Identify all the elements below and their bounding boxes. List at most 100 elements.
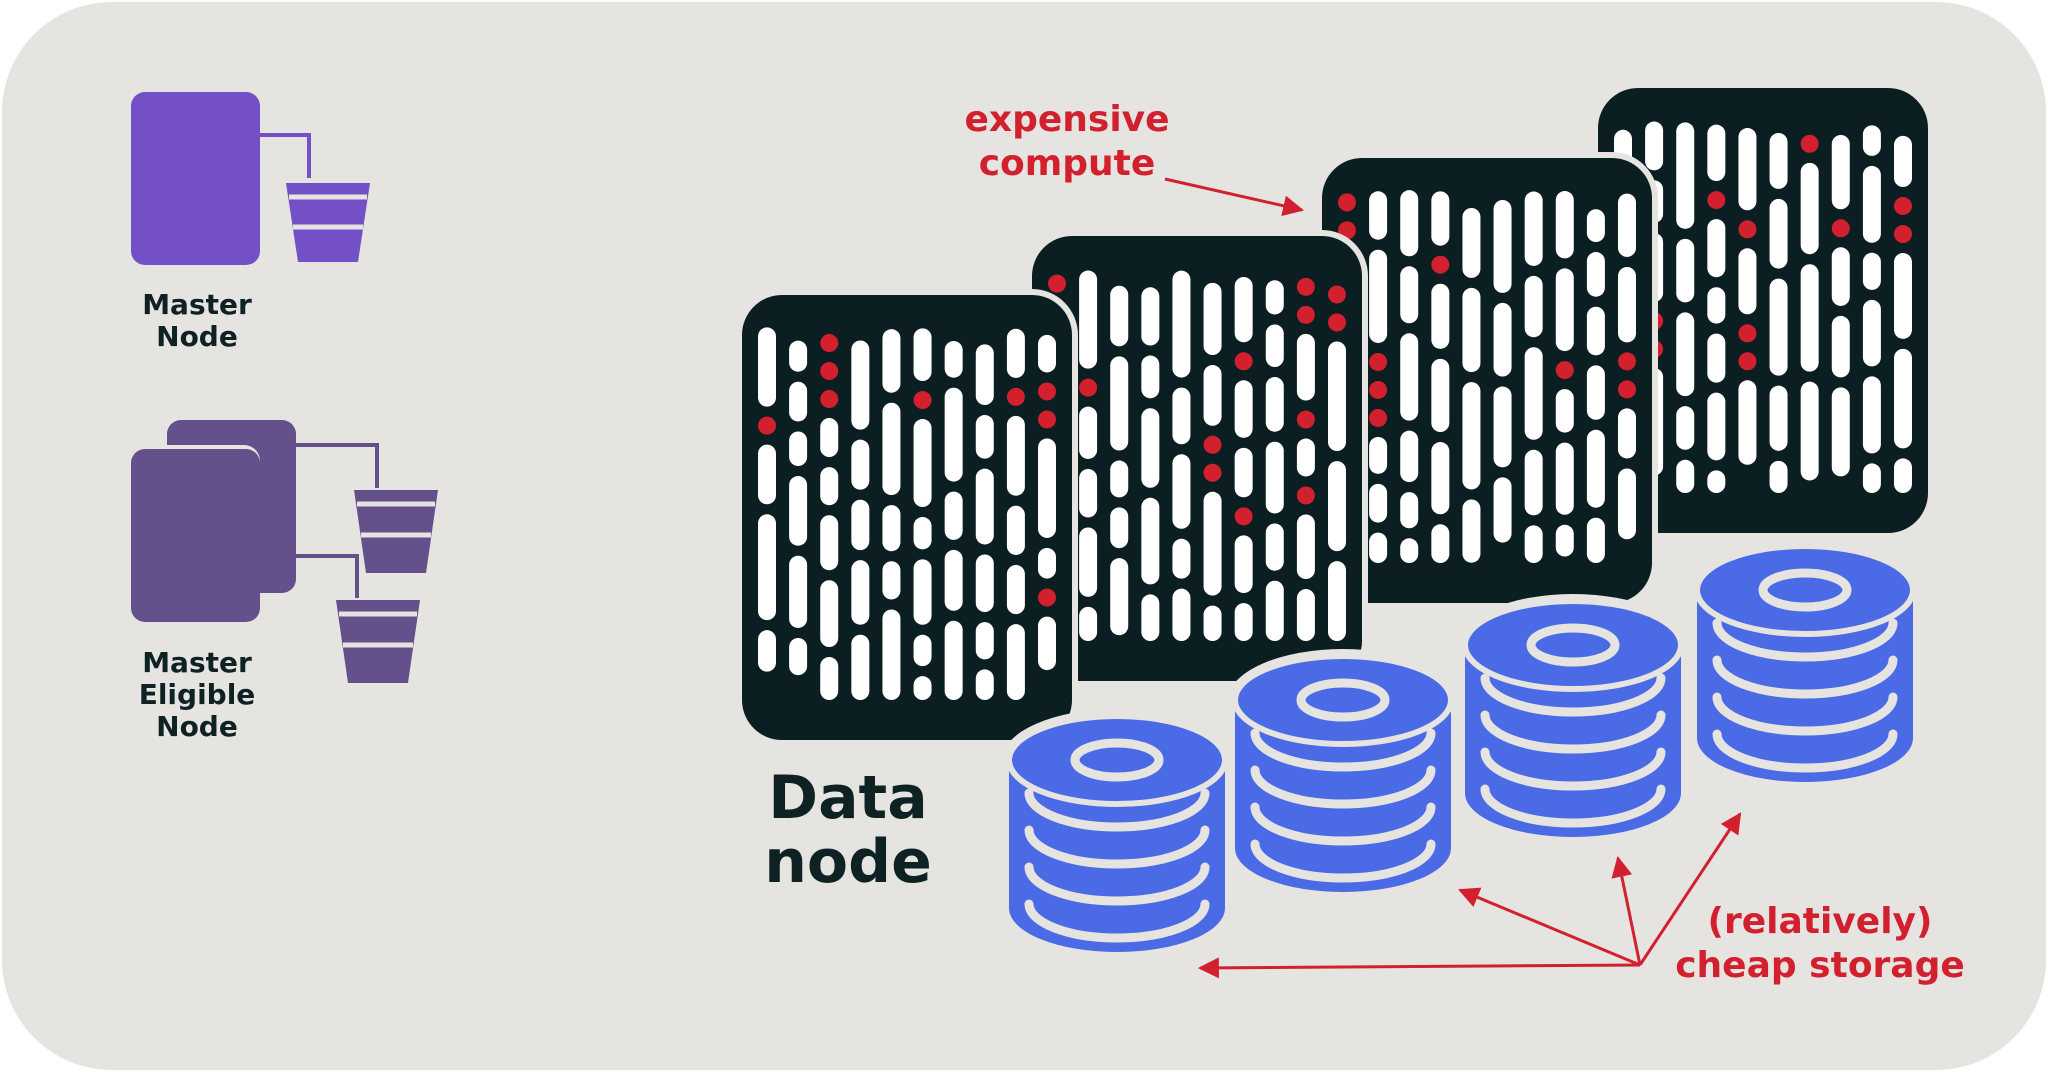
master-eligible-bucket-icon-1 [354,490,438,573]
server-strip [1800,162,1819,255]
server-strip [1369,532,1388,563]
server-strip [944,341,963,378]
server-status-dot [820,390,839,409]
server-strip [1894,348,1912,449]
server-strip [1006,415,1025,496]
server-strip [1769,132,1788,189]
expensive-compute-label-line-1: expensive [964,99,1169,140]
disk-body [1009,760,1225,952]
disk-platter-gap [1712,729,1898,773]
server-strip [1265,523,1284,571]
expensive-compute-label-line-2: compute [979,143,1156,184]
server-strip [882,402,901,496]
server-strip [1079,527,1098,597]
server-strip [851,439,870,490]
server-status-dot [1369,352,1388,371]
server-strip [1645,121,1664,171]
server-strip [913,559,932,625]
server-strip [851,634,870,700]
server-status-dot [1618,352,1636,371]
server-strip [1172,588,1191,641]
server-strip [1586,429,1605,508]
server-strip [1141,497,1160,585]
server-strip [944,620,963,700]
server-strip [1203,491,1222,596]
disk-platter-gap [1480,673,1666,717]
server-strip [1296,514,1315,580]
server-status-dot [1800,134,1819,153]
server-strip [1141,408,1160,488]
server-strip [1862,165,1881,243]
server-strip [820,467,839,506]
server-strip [1006,624,1025,700]
server-strip [1110,558,1129,636]
server-status-dot [1431,255,1450,274]
server-strip [1431,283,1450,349]
master-eligible-server-front-icon [131,449,260,622]
server-strip [789,555,808,628]
disk-platter-gap [1024,862,1210,906]
server-status-dot [758,416,776,435]
server-status-dot [1234,507,1253,526]
server-strip [1738,248,1757,315]
server-strip [1555,191,1574,259]
server-strip [1265,377,1284,432]
server-status-dot [1079,378,1098,397]
server-strip [1831,134,1850,210]
server-strip [1296,589,1315,641]
server-strip [1831,315,1850,378]
server-strip [851,340,870,430]
server-status-dot [1738,352,1757,371]
data-node-disk-icon [1228,649,1458,899]
server-strip [1555,524,1574,557]
server-strip [1431,191,1450,246]
server-strip [975,415,994,459]
server-strip [1079,406,1098,459]
master-node-label-line-2: Node [156,320,238,353]
server-strip [820,580,839,648]
server-strip [1141,355,1160,399]
server-strip [789,340,808,372]
server-strip [1234,603,1253,641]
server-status-dot [1338,193,1356,212]
server-strip [913,328,932,382]
server-strip [1524,347,1543,440]
server-strip [1203,365,1222,426]
server-strip [913,419,932,508]
server-strip [1265,280,1284,315]
server-status-dot [1369,408,1388,427]
server-strip [1369,191,1388,240]
server-strip [1400,430,1419,483]
server-strip [1234,535,1253,594]
expensive-compute-arrow [1164,177,1305,217]
server-strip [1038,616,1056,671]
server-strip [1555,442,1574,515]
server-strip [1586,365,1605,420]
disk-platter-gap [1712,618,1898,662]
server-strip [1524,449,1543,516]
server-strip [1800,264,1819,372]
server-strip [1234,276,1253,343]
server-strip [1618,408,1636,459]
server-status-dot [1369,380,1388,399]
server-strip [1038,547,1056,579]
server-strip [758,327,776,407]
server-status-dot [1038,382,1056,401]
server-status-dot [1894,225,1912,244]
server-status-dot [1203,463,1222,482]
server-strip [975,344,994,406]
disk-body [1465,645,1681,837]
server-strip [1555,268,1574,352]
server-strip [1586,306,1605,356]
server-strip [1493,199,1512,293]
server-strip [1462,499,1481,563]
server-strip [1676,312,1695,397]
server-strip [1369,483,1388,523]
server-strip [1524,191,1543,266]
disk-platter-gap [1250,839,1436,883]
server-strip [1328,561,1346,641]
server-strip [975,669,994,700]
server-status-dot [1328,313,1346,332]
server-strip [1462,207,1481,278]
